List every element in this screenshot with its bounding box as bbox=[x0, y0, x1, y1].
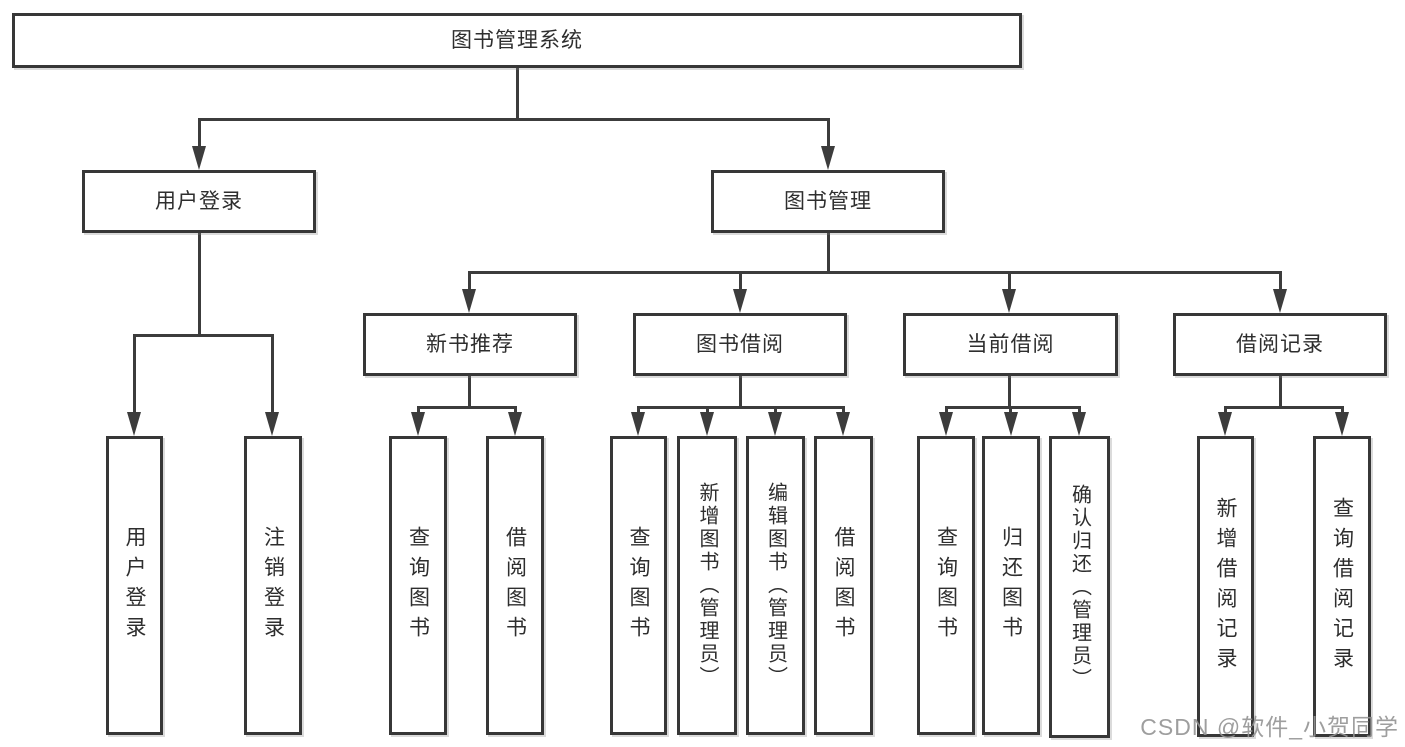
connector-line bbox=[1008, 376, 1011, 408]
arrowhead-down-icon bbox=[768, 412, 782, 436]
connector-line bbox=[516, 68, 519, 120]
connector-line bbox=[706, 406, 709, 414]
arrowhead-down-icon bbox=[836, 412, 850, 436]
arrowhead-down-icon bbox=[733, 289, 747, 313]
node-label-user-login: 用户登录 bbox=[155, 190, 243, 213]
node-leaf-cb-return: 归还图书 bbox=[982, 436, 1040, 735]
arrowhead-down-icon bbox=[1218, 412, 1232, 436]
node-label-book-borrow: 图书借阅 bbox=[696, 333, 784, 356]
node-label-leaf-logout: 注销登录 bbox=[261, 525, 285, 646]
connector-line bbox=[637, 406, 640, 414]
node-leaf-br-add: 新增借阅记录 bbox=[1197, 436, 1254, 737]
arrowhead-down-icon bbox=[508, 412, 522, 436]
connector-line bbox=[468, 271, 1282, 274]
node-label-leaf-cb-return: 归还图书 bbox=[999, 525, 1023, 646]
connector-line bbox=[1078, 406, 1081, 414]
arrowhead-down-icon bbox=[821, 146, 835, 170]
node-leaf-bb-borrow: 借阅图书 bbox=[814, 436, 873, 735]
connector-line bbox=[774, 406, 777, 414]
node-current-borrow: 当前借阅 bbox=[903, 313, 1118, 376]
node-label-root: 图书管理系统 bbox=[451, 29, 583, 52]
node-label-leaf-bb-add: 新增图书（管理员） bbox=[696, 482, 718, 689]
node-label-borrow-records: 借阅记录 bbox=[1236, 333, 1324, 356]
node-label-book-mgmt: 图书管理 bbox=[784, 190, 872, 213]
connector-line bbox=[468, 271, 471, 293]
node-leaf-bb-query: 查询图书 bbox=[610, 436, 667, 735]
node-new-book-rec: 新书推荐 bbox=[363, 313, 577, 376]
node-leaf-nr-borrow: 借阅图书 bbox=[486, 436, 544, 735]
node-leaf-cb-query: 查询图书 bbox=[917, 436, 975, 735]
node-label-leaf-br-query: 查询借阅记录 bbox=[1330, 496, 1354, 677]
arrowhead-down-icon bbox=[631, 412, 645, 436]
node-book-mgmt: 图书管理 bbox=[711, 170, 945, 233]
connector-line bbox=[827, 118, 830, 150]
connector-line bbox=[271, 334, 274, 414]
connector-line bbox=[133, 334, 136, 414]
node-leaf-user-login: 用户登录 bbox=[106, 436, 163, 735]
connector-line bbox=[739, 376, 742, 408]
arrowhead-down-icon bbox=[1002, 289, 1016, 313]
node-leaf-bb-edit: 编辑图书（管理员） bbox=[746, 436, 805, 735]
node-leaf-br-query: 查询借阅记录 bbox=[1313, 436, 1371, 737]
connector-line bbox=[468, 376, 471, 408]
node-label-leaf-bb-edit: 编辑图书（管理员） bbox=[764, 482, 787, 689]
node-label-new-book-rec: 新书推荐 bbox=[426, 333, 514, 356]
connector-line bbox=[1224, 406, 1227, 414]
connector-line bbox=[945, 406, 1081, 409]
connector-line bbox=[198, 233, 201, 336]
connector-line bbox=[739, 271, 742, 293]
node-label-leaf-cb-confirm: 确认归还（管理员） bbox=[1068, 483, 1091, 691]
node-leaf-nr-query: 查询图书 bbox=[389, 436, 447, 735]
node-label-leaf-br-add: 新增借阅记录 bbox=[1214, 496, 1237, 677]
arrowhead-down-icon bbox=[1273, 289, 1287, 313]
arrowhead-down-icon bbox=[192, 146, 206, 170]
node-root: 图书管理系统 bbox=[12, 13, 1022, 68]
arrowhead-down-icon bbox=[1335, 412, 1349, 436]
node-label-current-borrow: 当前借阅 bbox=[966, 333, 1055, 356]
connector-line bbox=[1009, 406, 1012, 414]
connector-line bbox=[1341, 406, 1344, 414]
connector-line bbox=[945, 406, 948, 414]
node-label-leaf-bb-query: 查询图书 bbox=[627, 525, 650, 646]
connector-line bbox=[133, 334, 274, 337]
arrowhead-down-icon bbox=[1004, 412, 1018, 436]
arrowhead-down-icon bbox=[127, 412, 141, 436]
node-label-leaf-cb-query: 查询图书 bbox=[934, 525, 958, 646]
node-label-leaf-nr-query: 查询图书 bbox=[406, 525, 430, 646]
node-label-leaf-nr-borrow: 借阅图书 bbox=[503, 525, 527, 646]
connector-line bbox=[198, 118, 201, 150]
connector-line bbox=[417, 406, 517, 409]
node-leaf-cb-confirm: 确认归还（管理员） bbox=[1049, 436, 1110, 738]
connector-line bbox=[827, 233, 830, 273]
arrowhead-down-icon bbox=[700, 412, 714, 436]
connector-line bbox=[1279, 271, 1282, 293]
connector-line bbox=[1279, 376, 1282, 408]
connector-line bbox=[1008, 271, 1011, 293]
connector-line bbox=[637, 406, 845, 409]
node-book-borrow: 图书借阅 bbox=[633, 313, 847, 376]
arrowhead-down-icon bbox=[1072, 412, 1086, 436]
node-user-login: 用户登录 bbox=[82, 170, 316, 233]
node-label-leaf-bb-borrow: 借阅图书 bbox=[832, 525, 855, 646]
node-leaf-logout: 注销登录 bbox=[244, 436, 302, 735]
arrowhead-down-icon bbox=[462, 289, 476, 313]
connector-line bbox=[842, 406, 845, 414]
arrowhead-down-icon bbox=[939, 412, 953, 436]
arrowhead-down-icon bbox=[411, 412, 425, 436]
node-label-leaf-user-login: 用户登录 bbox=[123, 525, 146, 646]
connector-line bbox=[198, 118, 830, 121]
node-borrow-records: 借阅记录 bbox=[1173, 313, 1387, 376]
watermark: CSDN @软件_小贺同学 bbox=[1140, 714, 1399, 740]
arrowhead-down-icon bbox=[265, 412, 279, 436]
connector-line bbox=[1224, 406, 1344, 409]
connector-line bbox=[417, 406, 420, 414]
node-leaf-bb-add: 新增图书（管理员） bbox=[677, 436, 737, 735]
connector-line bbox=[514, 406, 517, 414]
